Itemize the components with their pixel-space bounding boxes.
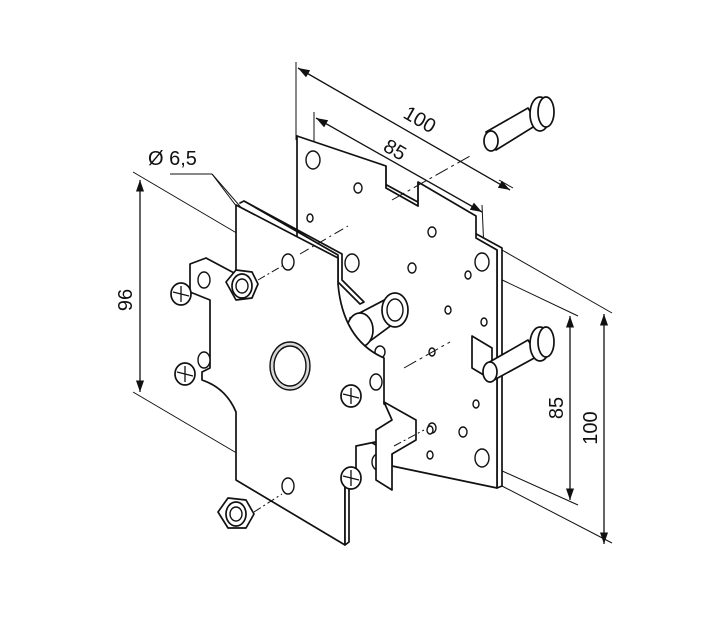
dimension-label-hole-diameter: Ø 6,5: [148, 148, 197, 170]
screw-left-top: [170, 282, 192, 306]
dimension-85-right: 85: [497, 277, 579, 506]
top-bolt: [483, 96, 555, 152]
dimension-100-right: 100: [501, 249, 613, 544]
screw-bottom: [340, 466, 362, 490]
dimension-96: 96: [115, 171, 241, 456]
center-lines: [253, 225, 425, 513]
dimension-label-100-top: 100: [400, 102, 440, 138]
front-plate-hole: [281, 477, 295, 495]
dimension-label-85-top: 85: [380, 135, 410, 165]
dimension-label-100-right: 100: [580, 411, 602, 444]
back-plate-hole: [474, 252, 490, 272]
top-nut: [225, 269, 259, 301]
back-plate-hole: [305, 150, 321, 170]
bottom-nut: [217, 497, 255, 529]
screw-left-bottom: [174, 362, 196, 386]
screw-middle: [340, 384, 362, 408]
back-plate-hole: [474, 448, 490, 468]
slot-bracket: [375, 401, 434, 491]
dimension-label-96: 96: [115, 289, 137, 311]
dimension-label-85-right: 85: [546, 397, 568, 419]
front-plate-hole: [281, 253, 295, 271]
right-bolt: [482, 326, 555, 383]
